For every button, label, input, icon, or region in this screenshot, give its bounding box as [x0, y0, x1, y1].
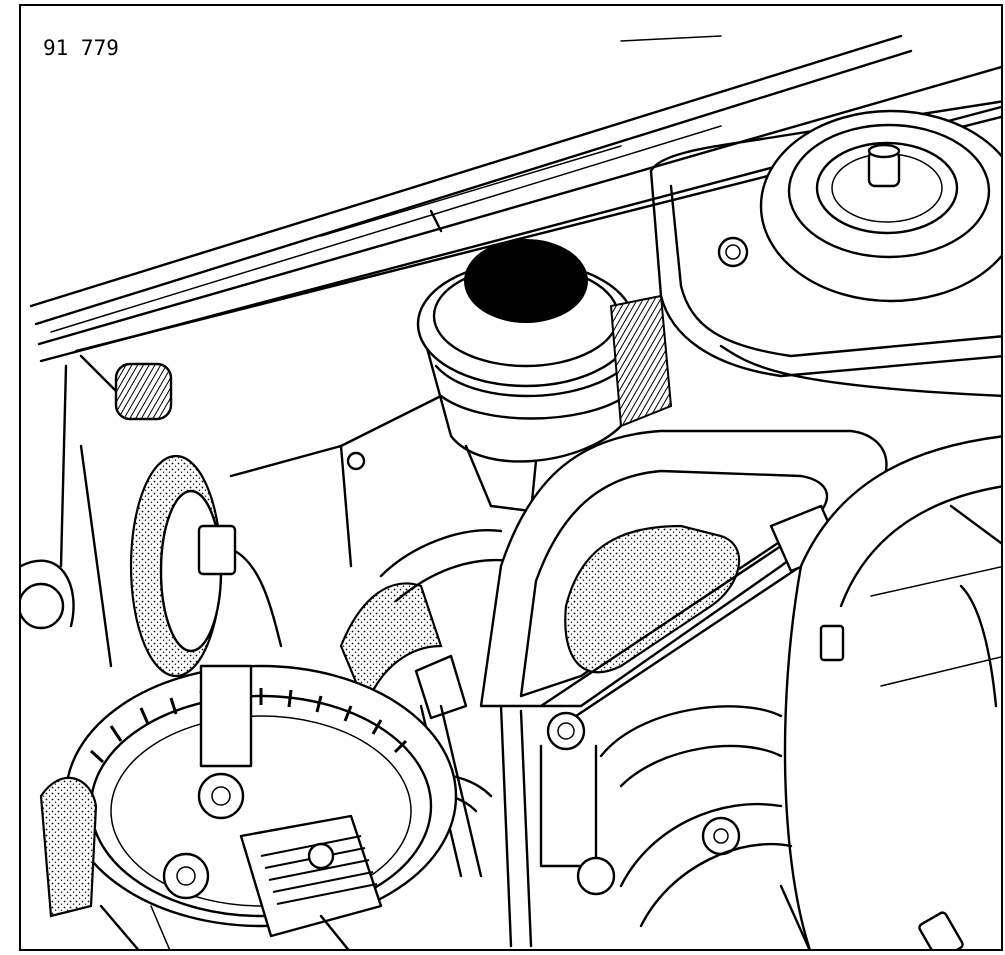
bulkhead-panel [29, 34, 1001, 363]
alternator-assembly [39, 664, 458, 949]
lower-right-components [539, 705, 811, 949]
fluid-reservoir [416, 239, 673, 513]
illustration-frame: 91 779 [19, 4, 1003, 951]
left-components [21, 354, 443, 678]
pulley-disc [783, 435, 1001, 949]
mounting-bracket [479, 429, 888, 948]
engine-bay-line-drawing [21, 34, 1001, 949]
strut-tower [649, 100, 1001, 398]
figure-reference-number: 91 779 [43, 36, 119, 60]
